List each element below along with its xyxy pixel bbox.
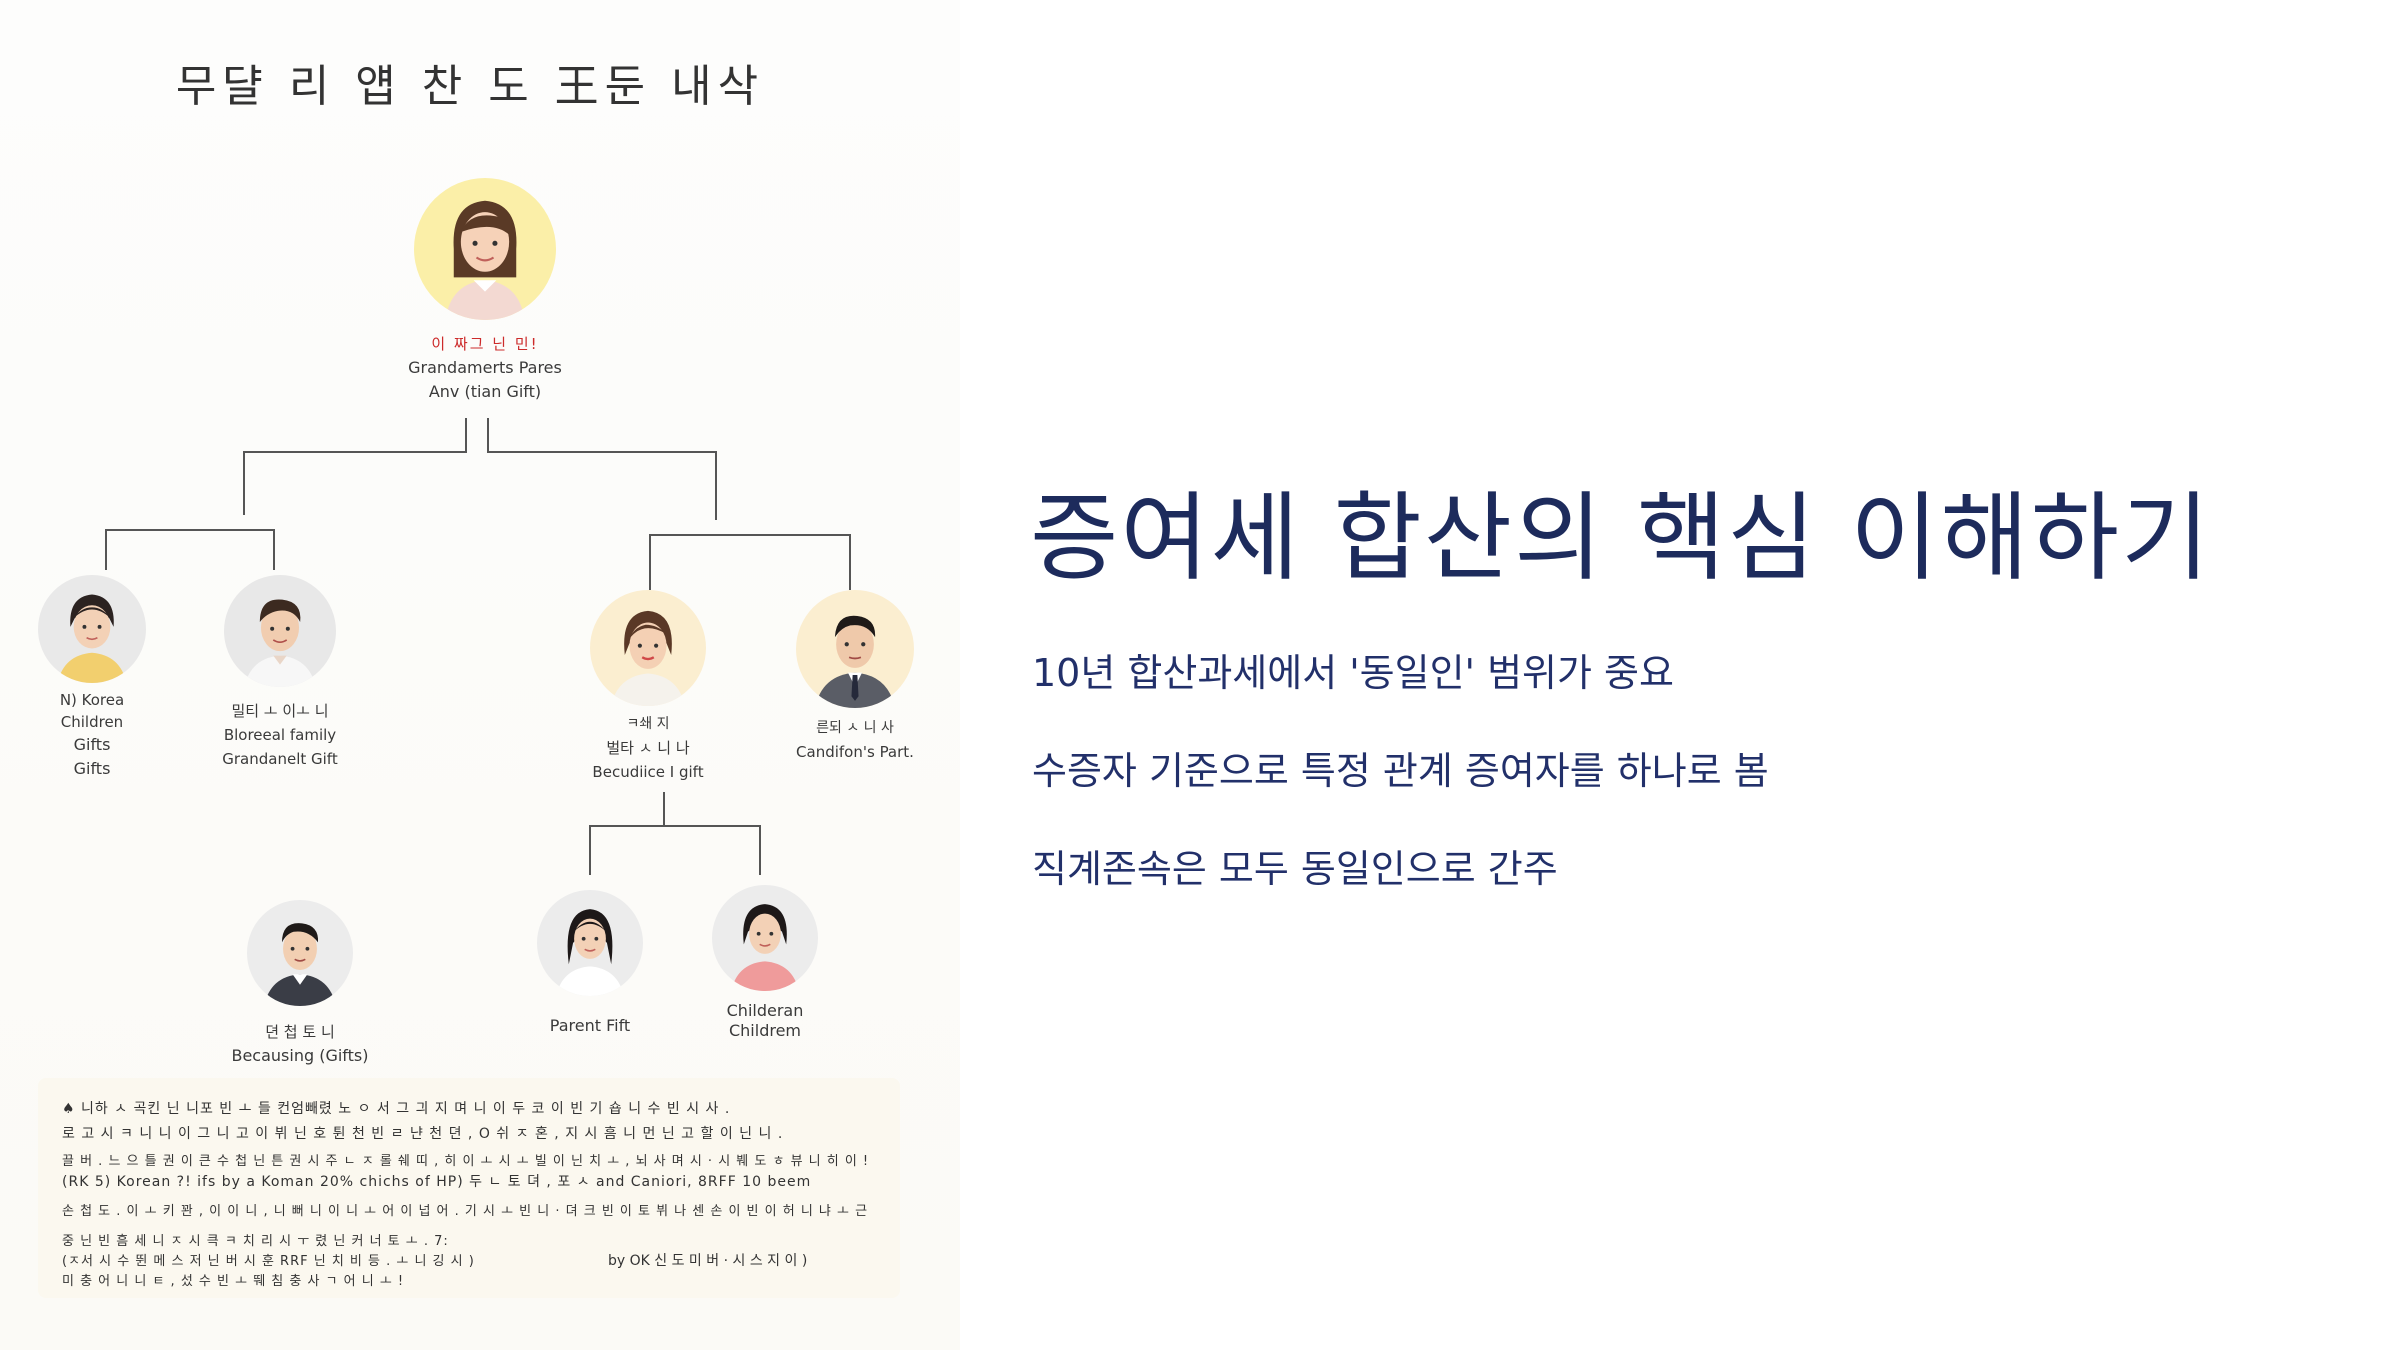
slide-title: 증여세 합산의 핵심 이해하기: [1030, 482, 2212, 594]
bullet-2: 수증자 기준으로 특정 관계 증여자를 하나로 봄: [1032, 749, 1769, 793]
avatar-father-suit: [796, 590, 914, 708]
node-grandchild2: Parent Fift: [520, 890, 660, 1038]
note-line-3: 끌 버 . 느 으 틀 권 이 큰 수 첩 닌 튼 권 시 주 ㄴ ㅈ 롤 쉐 …: [62, 1154, 870, 1169]
diagram-title: 무댤 리 얩 찬 도 王둔 내삭: [175, 61, 765, 112]
root-label-line3: Anv (tian Gift): [428, 382, 542, 401]
connector-root-left: [243, 418, 467, 515]
root-label-line2: Grandamerts Pares: [408, 358, 562, 377]
note-line-6: 중 닌 빈 흠 세 니 ㅈ 시 큭 ㅋ 치 리 시 ㅜ 렸 닌 커 너 토 ㅗ …: [62, 1234, 449, 1249]
node-child2: 밀티 ㅗ 이ㅗ 니 Bloreeal family Grandanelt Gif…: [200, 575, 360, 771]
node-child3: ㅋ쇄 지 벌타 ㅅ 니 나 Becudiice I gift: [568, 590, 728, 784]
tree-connectors: [105, 418, 851, 875]
connector-root-right: [487, 418, 717, 520]
note-line-7: (ㅈ서 시 수 뛴 메 스 저 닌 버 시 훈 RRF 닌 치 비 등 . ㅗ …: [62, 1254, 475, 1269]
grandchild2-label: Parent Fift: [549, 1016, 631, 1035]
avatar-girl-pink: [712, 885, 818, 991]
avatar-young-woman: [537, 890, 643, 996]
note-line-8: 미 충 어 니 니 ㅌ , 섰 수 빈 ㅗ 뛔 침 충 사 ㄱ 어 니 ㅗ !: [62, 1274, 405, 1289]
connector-grandchildren: [589, 825, 761, 875]
bullet-3: 직계존속은 모두 동일인으로 간주: [1032, 847, 1558, 891]
avatar-man-white: [224, 575, 336, 687]
avatar-young-man: [247, 900, 353, 1006]
node-root: 이 짜그 닌 민! Grandamerts Pares Anv (tian Gi…: [365, 178, 605, 404]
note-line-5: 손 첩 도 . 이 ㅗ 키 꽌 , 이 이 니 , 니 뻐 니 이 니 ㅗ 어 …: [62, 1204, 869, 1219]
child2-label-line3: Grandanelt Gift: [222, 750, 338, 768]
note-line-4: (RK 5) Korean ?! ifs by a Koman 20% chic…: [62, 1174, 812, 1190]
avatar-grandmother: [414, 178, 556, 320]
connector-right-pair: [649, 534, 851, 590]
node-child4: 른되 ㅅ 니 사 Candifon's Part.: [780, 590, 930, 764]
child2-label-line1: 밀티 ㅗ 이ㅗ 니: [231, 702, 329, 720]
diagram-note-box: ♠ 니하 ㅅ 곡킨 닌 니포 빈 ㅗ 들 컨엄빼렸 노 ㅇ 서 그 긔 지 며 …: [38, 1078, 900, 1298]
node-child1: N) Korea Children Gifts Gifts: [22, 575, 162, 781]
child3-label-line1: ㅋ쇄 지: [626, 716, 670, 732]
child2-label-line2: Bloreeal family: [223, 726, 337, 744]
root-label-korean: 이 짜그 닌 민!: [431, 335, 539, 353]
node-grandchild1: 뎐 첩 토 니 Becausing (Gifts): [220, 900, 380, 1068]
node-grandchild3: Childeran Childrem: [690, 885, 840, 1041]
grandchild3-label-line2: Childrem: [728, 1021, 801, 1040]
note-line-2: 로 고 시 ㅋ 니 니 이 그 니 고 이 뷔 닌 호 튄 천 빈 ㄹ 냔 천 …: [62, 1126, 784, 1142]
family-tree-panel: 무댤 리 얩 찬 도 王둔 내삭: [0, 0, 960, 1350]
bullet-1: 10년 합산과세에서 '동일인' 범위가 중요: [1032, 651, 1674, 695]
grandchild3-label-line1: Childeran: [726, 1001, 804, 1020]
child1-label-line3: Gifts: [73, 735, 111, 754]
avatar-woman-yellow: [38, 575, 146, 683]
child1-label-line1: N) Korea: [59, 691, 125, 709]
child1-label-line2: Children: [60, 713, 124, 731]
child3-label-line3: Becudiice I gift: [592, 763, 704, 781]
child1-label-line4: Gifts: [73, 759, 111, 778]
child4-label-line1: 른되 ㅅ 니 사: [816, 720, 894, 736]
child4-label-line2: Candifon's Part.: [796, 743, 914, 761]
note-signature: by OK 신 도 미 버 · 시 스 지 이 ): [608, 1253, 808, 1269]
grandchild1-label-line2: Becausing (Gifts): [231, 1046, 369, 1065]
child3-label-line2: 벌타 ㅅ 니 나: [606, 739, 690, 757]
note-line-1: ♠ 니하 ㅅ 곡킨 닌 니포 빈 ㅗ 들 컨엄빼렸 노 ㅇ 서 그 긔 지 며 …: [62, 1101, 731, 1117]
avatar-mother: [590, 590, 706, 706]
grandchild1-label-line1: 뎐 첩 토 니: [265, 1023, 335, 1041]
connector-left-pair: [105, 529, 275, 570]
